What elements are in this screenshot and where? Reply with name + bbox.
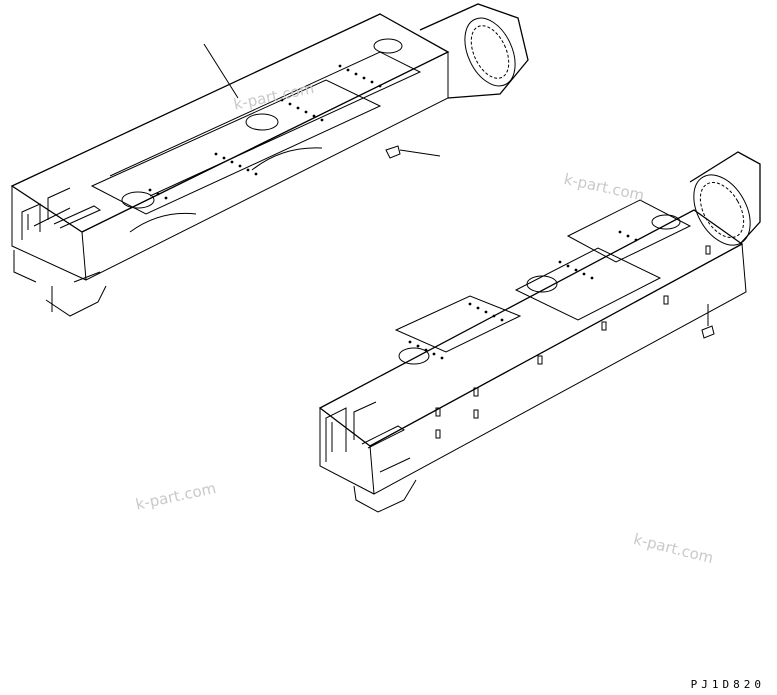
bolt: [702, 326, 714, 338]
leader-line: [204, 44, 238, 98]
side-slots: [436, 246, 710, 438]
bolt: [386, 146, 400, 158]
track-frame-left: [12, 4, 528, 316]
roller-mount: [374, 39, 402, 53]
bolt-pattern: [148, 64, 382, 200]
track-frame-right: [320, 152, 762, 512]
roller-mount: [399, 348, 429, 364]
bolt-pattern: [408, 230, 638, 360]
roller-mount: [246, 114, 278, 130]
drawing-code: PJ1D820: [690, 678, 765, 691]
leader-line: [400, 150, 440, 156]
roller-mount: [527, 276, 557, 292]
roller-mount: [652, 215, 680, 229]
roller-mount: [122, 192, 154, 208]
